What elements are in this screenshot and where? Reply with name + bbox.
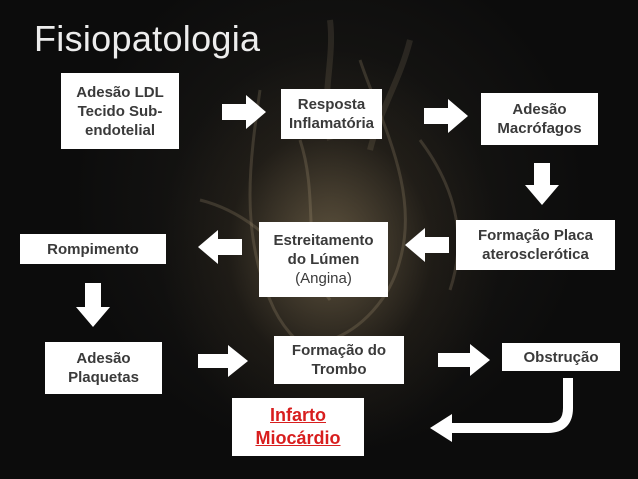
arrow-down-icon <box>525 163 559 205</box>
node-macrofagos-line-1: Adesão <box>512 101 567 118</box>
node-plaquetas-line-2: Plaquetas <box>68 369 139 386</box>
node-estreitamento: Estreitamento do Lúmen (Angina) <box>259 222 388 297</box>
arrow-right-icon <box>438 344 490 376</box>
node-trombo-line-2: Trombo <box>311 361 367 378</box>
node-infarto-line-2: Miocárdio <box>255 428 341 448</box>
arrow-right-icon <box>198 345 248 377</box>
node-resposta-inflamatoria: Resposta Inflamatória <box>281 89 382 139</box>
arrow-down-icon <box>76 283 110 327</box>
node-adesao-macrofagos: Adesão Macrófagos <box>481 93 598 145</box>
arrow-left-icon <box>405 228 449 262</box>
node-formacao-trombo: Formação do Trombo <box>274 336 404 384</box>
node-adesao-ldl-line-1: Adesão LDL <box>76 83 164 101</box>
node-macrofagos-line-2: Macrófagos <box>497 120 582 137</box>
page-title: Fisiopatologia <box>34 18 261 59</box>
node-placa-line-1: Formação Placa <box>477 227 594 244</box>
node-resposta-line-1: Resposta <box>297 96 366 113</box>
arrow-right-icon <box>424 99 468 133</box>
node-obstrucao-line-1: Obstrução <box>523 348 599 366</box>
node-resposta-line-2: Inflamatória <box>288 115 375 132</box>
node-trombo-line-1: Formação do <box>291 342 387 359</box>
node-infarto-line-1: Infarto <box>270 405 326 425</box>
arrow-right-icon <box>222 95 266 129</box>
node-adesao-ldl: Adesão LDL Tecido Sub- endotelial <box>61 73 179 149</box>
arrow-left-icon <box>198 230 242 264</box>
node-estreitamento-line-1: Estreitamento <box>273 232 374 249</box>
node-formacao-placa: Formação Placa aterosclerótica <box>456 220 615 270</box>
node-estreitamento-note: (Angina) <box>295 270 352 287</box>
node-adesao-ldl-line-3: endotelial <box>84 121 155 139</box>
node-placa-line-2: aterosclerótica <box>482 246 589 263</box>
node-adesao-plaquetas: Adesão Plaquetas <box>45 342 162 394</box>
node-obstrucao: Obstrução <box>502 343 620 371</box>
node-adesao-ldl-line-2: Tecido Sub- <box>77 102 163 120</box>
node-rompimento-line-1: Rompimento <box>47 240 139 258</box>
node-rompimento: Rompimento <box>20 234 166 264</box>
node-plaquetas-line-1: Adesão <box>76 350 131 367</box>
node-estreitamento-line-2: do Lúmen <box>287 251 360 268</box>
curved-arrow-icon <box>430 378 573 442</box>
node-infarto: Infarto Miocárdio <box>232 398 364 456</box>
